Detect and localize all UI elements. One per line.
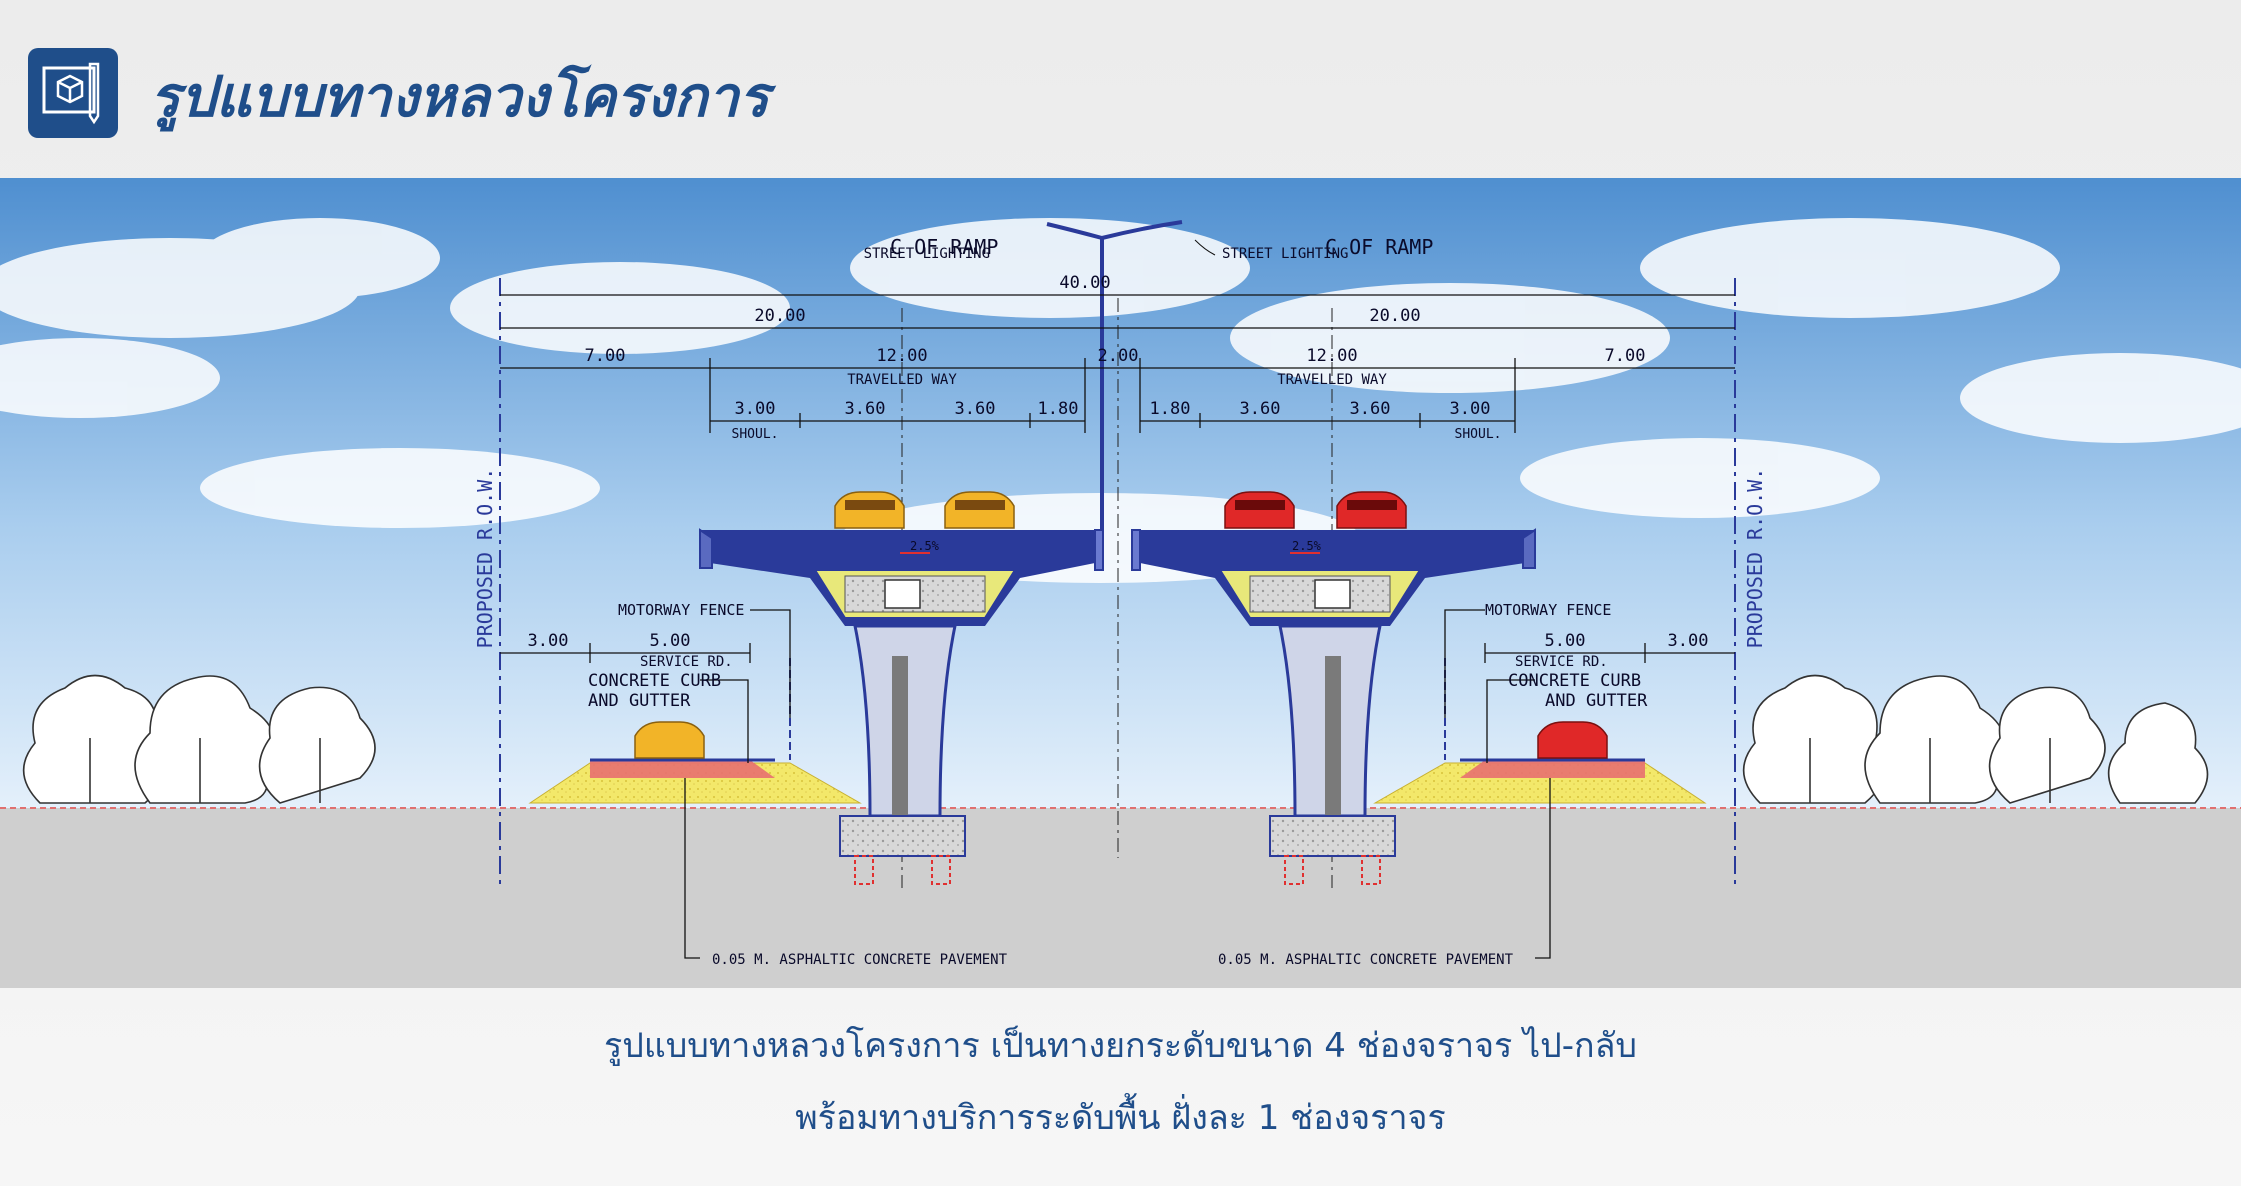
dimension-lines <box>500 294 1735 663</box>
row-label-left: PROPOSED R.O.W. <box>473 468 497 649</box>
dim-r-lane1: 3.60 <box>1240 399 1281 419</box>
caption-line-2: พร้อมทางบริการระดับพื้น ฝั่งละ 1 ช่องจรา… <box>795 1098 1446 1138</box>
travelled-way-right: TRAVELLED WAY <box>1277 372 1387 388</box>
trees-right <box>1742 674 2209 804</box>
dim-l-lane1: 3.60 <box>845 399 886 419</box>
shoul-label-left: SHOUL. <box>732 427 779 442</box>
service-road-label-right: SERVICE RD. <box>1515 654 1608 670</box>
fence-label-left: MOTORWAY FENCE <box>618 601 744 619</box>
page-title: รูปแบบทางหลวงโครงการ <box>150 65 769 130</box>
street-light-pole <box>1046 220 1183 530</box>
car-red-1 <box>1224 491 1295 529</box>
caption: รูปแบบทางหลวงโครงการ เป็นทางยกระดับขนาด … <box>0 1010 2241 1154</box>
curb-label-left-2: AND GUTTER <box>588 691 691 711</box>
curb-label-left-1: CONCRETE CURB <box>588 671 721 691</box>
slope-left: 2.5% <box>910 539 940 553</box>
dim-way-right: 12.00 <box>1306 346 1357 366</box>
dim-svc-verge-left: 3.00 <box>528 631 569 651</box>
car-red-2 <box>1336 491 1407 529</box>
street-lighting-left: STREET LIGHTING <box>864 246 990 262</box>
ground <box>0 808 2241 988</box>
dim-r-lane2: 3.60 <box>1350 399 1391 419</box>
leader-lines <box>684 609 1551 959</box>
pavement-label-right: 0.05 M. ASPHALTIC CONCRETE PAVEMENT <box>1218 952 1514 968</box>
service-road-label-left: SERVICE RD. <box>640 654 733 670</box>
cross-section-diagram: PROPOSED R.O.W. PROPOSED R.O.W. C OF RAM… <box>0 178 2241 988</box>
centerline-label-right: C OF RAMP <box>1325 235 1433 259</box>
service-road-right <box>1373 658 1707 804</box>
shoul-label-right: SHOUL. <box>1455 427 1502 442</box>
dim-median: 2.00 <box>1098 346 1139 366</box>
pavement-label-left: 0.05 M. ASPHALTIC CONCRETE PAVEMENT <box>712 952 1008 968</box>
curb-label-right-2: AND GUTTER <box>1545 691 1648 711</box>
centerline-label-left: C OF RAMP <box>890 235 998 259</box>
dim-half-right: 20.00 <box>1369 306 1420 326</box>
travelled-way-left: TRAVELLED WAY <box>847 372 957 388</box>
dim-l-lane2: 3.60 <box>955 399 996 419</box>
dim-l-inner: 1.80 <box>1038 399 1079 419</box>
dim-total: 40.00 <box>1059 273 1110 293</box>
dim-r-shoul: 3.00 <box>1450 399 1491 419</box>
trees-left <box>22 674 376 804</box>
dim-outer-left: 7.00 <box>585 346 626 366</box>
header-bar: รูปแบบทางหลวงโครงการ <box>0 0 2241 178</box>
dim-svc-road-right: 5.00 <box>1545 631 1586 651</box>
slope-right: 2.5% <box>1292 539 1322 553</box>
dim-outer-right: 7.00 <box>1605 346 1646 366</box>
blueprint-icon <box>28 48 118 138</box>
fence-label-right: MOTORWAY FENCE <box>1485 601 1611 619</box>
dim-svc-verge-right: 3.00 <box>1668 631 1709 651</box>
car-yellow-1 <box>834 491 905 529</box>
row-label-right: PROPOSED R.O.W. <box>1743 468 1767 649</box>
dim-half-left: 20.00 <box>754 306 805 326</box>
street-lighting-right: STREET LIGHTING <box>1222 246 1348 262</box>
service-road-left <box>528 658 862 804</box>
caption-line-1: รูปแบบทางหลวงโครงการ เป็นทางยกระดับขนาด … <box>603 1026 1638 1066</box>
dim-r-inner: 1.80 <box>1150 399 1191 419</box>
dim-way-left: 12.00 <box>876 346 927 366</box>
curb-label-right-1: CONCRETE CURB <box>1508 671 1641 691</box>
elevated-deck-left <box>699 528 1104 885</box>
car-yellow-2 <box>944 491 1015 529</box>
elevated-deck-right <box>1131 528 1536 885</box>
dim-l-shoul: 3.00 <box>735 399 776 419</box>
dim-svc-road-left: 5.00 <box>650 631 691 651</box>
